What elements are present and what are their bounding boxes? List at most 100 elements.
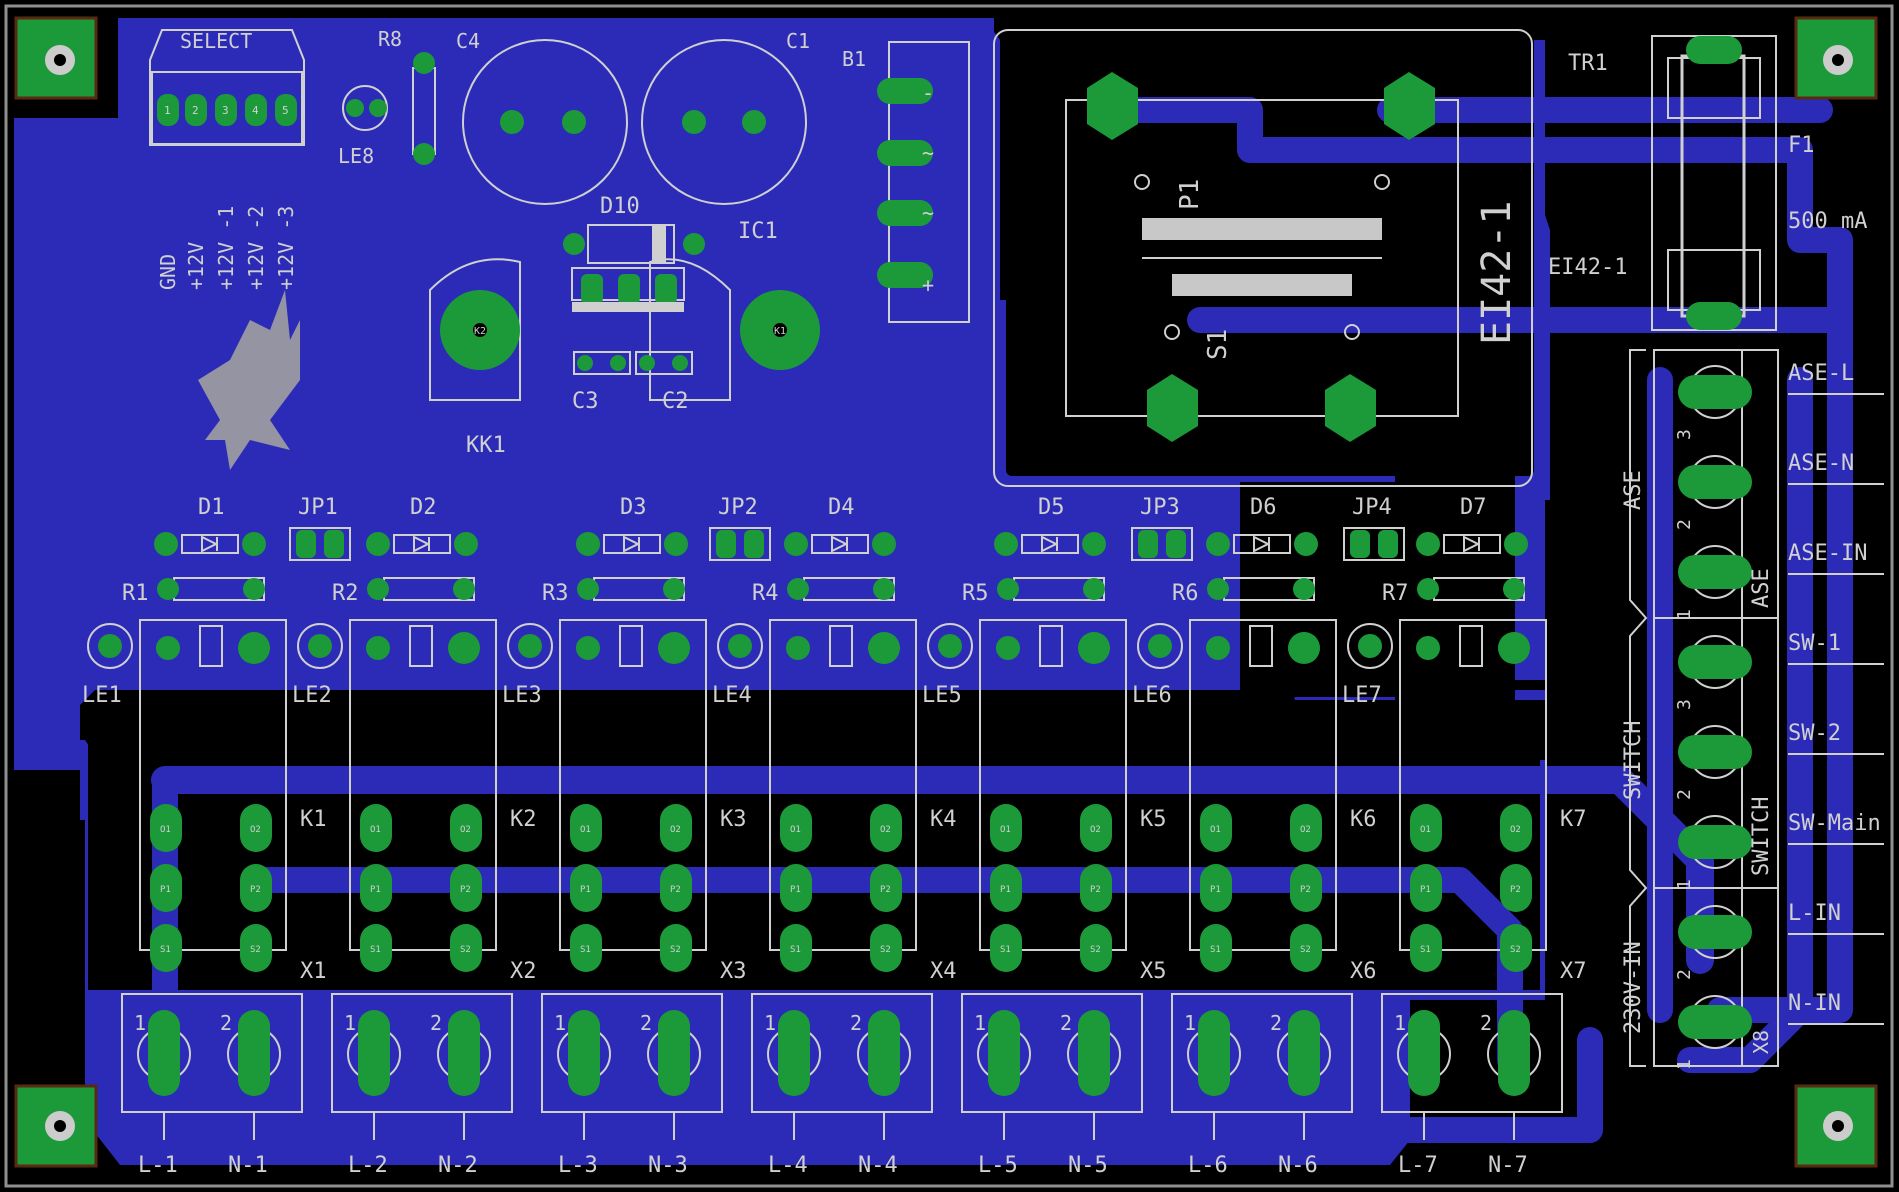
diode-d10: D10 [563, 194, 705, 264]
led-label: LE6 [1132, 683, 1172, 708]
capacitor-c2: C2 [635, 351, 693, 414]
x8-pin-number: 1 [1674, 609, 1695, 620]
relay-pad-label: O2 [880, 825, 891, 835]
resistor-r8: R8 [378, 27, 436, 165]
kk1-label: KK1 [466, 433, 506, 458]
x8-inner-ase: ASE [1749, 568, 1774, 608]
header-pad-number: 4 [252, 104, 259, 117]
capacitor-c1: C1 [641, 29, 810, 205]
tr1-label: TR1 [1568, 51, 1608, 76]
relay-pad-label: O2 [250, 825, 261, 835]
output-l-label: L-6 [1188, 1153, 1228, 1178]
x8-pad [1678, 645, 1752, 679]
header-pin-label: GND [156, 254, 180, 290]
jumper: JP1 [289, 495, 351, 561]
output-l-label: L-1 [138, 1153, 178, 1178]
x8-pad [1678, 1005, 1752, 1039]
header-pin-label: +12V -3 [274, 206, 298, 290]
kk1-pad-k2: K2 [474, 326, 486, 337]
output-n-label: N-2 [438, 1153, 478, 1178]
output-n-label: N-4 [858, 1153, 898, 1178]
header-pin-label: +12V [184, 242, 208, 290]
diode: D2 [366, 495, 478, 556]
heatsink-kk1: K2 K1 KK1 [429, 258, 820, 458]
fuse-f1: TR1 F1 500 mA EI42-1 [1548, 35, 1867, 331]
header-pad [215, 94, 237, 126]
relay-pad-label: O1 [160, 825, 171, 835]
x8-pin-number: 1 [1674, 879, 1695, 890]
select-header-title: SELECT [180, 29, 252, 53]
terminal-label: X4 [930, 959, 957, 984]
transformer-body-label: EI42-1 [1474, 201, 1520, 346]
fuse-type: EI42-1 [1548, 255, 1627, 280]
x8-pad [1678, 555, 1752, 589]
relay-pad-label: O1 [1000, 825, 1011, 835]
relay-label: K4 [930, 807, 957, 832]
x8-pin-label: SW-Main [1788, 811, 1881, 836]
output-n-label: N-5 [1068, 1153, 1108, 1178]
relay-pad-label: O1 [1420, 825, 1431, 835]
x8-pin-number: 3 [1674, 429, 1695, 440]
resistor-label: R7 [1382, 581, 1409, 606]
relay-pad-label: S2 [1300, 945, 1311, 955]
mounting-hole-bl-icon [14, 1084, 98, 1168]
relay-pad-label: P1 [160, 885, 171, 895]
terminal-label: X5 [1140, 959, 1167, 984]
header-pad-number: 3 [222, 104, 229, 117]
x8-pin-label: SW-1 [1788, 631, 1841, 656]
led-label: LE1 [82, 683, 122, 708]
resistor-label: R5 [962, 581, 989, 606]
relay-pad-label: P1 [1210, 885, 1221, 895]
relay-pad-label: S1 [370, 945, 381, 955]
relay-pad-label: P1 [580, 885, 591, 895]
header-pin-label: +12V -1 [214, 206, 238, 290]
eagle-icon [198, 290, 300, 470]
relay-label: K1 [300, 807, 327, 832]
resistor-label: R3 [542, 581, 569, 606]
diode-label: D5 [1038, 495, 1065, 520]
output-l-label: L-7 [1398, 1153, 1438, 1178]
resistor-label: R1 [122, 581, 149, 606]
x8-pin-label: ASE-IN [1788, 541, 1867, 566]
mounting-hole-br-icon [1794, 1084, 1878, 1168]
led-label: LE7 [1342, 683, 1382, 708]
x8-pin-label: ASE-L [1788, 361, 1854, 386]
relay-label: K2 [510, 807, 537, 832]
terminal-label: X1 [300, 959, 327, 984]
relay-pad-label: S2 [460, 945, 471, 955]
x8-pin-number: 2 [1674, 519, 1695, 530]
s1-label: S1 [1203, 329, 1233, 360]
b1-pin-3: - [922, 81, 934, 105]
x8-pin-label: SW-2 [1788, 721, 1841, 746]
resistor-label: R4 [752, 581, 779, 606]
terminal-label: X2 [510, 959, 537, 984]
x8-pin-label: L-IN [1788, 901, 1841, 926]
b1-pin-2: ~ [922, 201, 934, 225]
relay-pad-label: S2 [1510, 945, 1521, 955]
relay-label: K3 [720, 807, 747, 832]
header-pad-number: 1 [164, 104, 171, 117]
mounting-holes [14, 16, 1878, 1168]
jumper-label: JP2 [718, 495, 758, 520]
relay-pad-label: S1 [160, 945, 171, 955]
diode: D5 [994, 495, 1106, 556]
terminal-pin-number: 1 [134, 1011, 146, 1035]
relay-pad-label: P1 [1000, 885, 1011, 895]
terminal-pin-number: 1 [344, 1011, 356, 1035]
x8-pad [1678, 735, 1752, 769]
output-n-label: N-3 [648, 1153, 688, 1178]
relay-pad-label: O2 [1090, 825, 1101, 835]
x8-pad [1678, 465, 1752, 499]
relay-pad-label: S1 [1420, 945, 1431, 955]
x8-pin-number: 1 [1674, 1059, 1695, 1070]
diode-label: D6 [1250, 495, 1277, 520]
terminal-pin-number: 2 [1270, 1011, 1282, 1035]
terminal-pin-number: 2 [430, 1011, 442, 1035]
output-n-label: N-1 [228, 1153, 268, 1178]
header-pad [275, 94, 297, 126]
jumper-label: JP1 [298, 495, 338, 520]
